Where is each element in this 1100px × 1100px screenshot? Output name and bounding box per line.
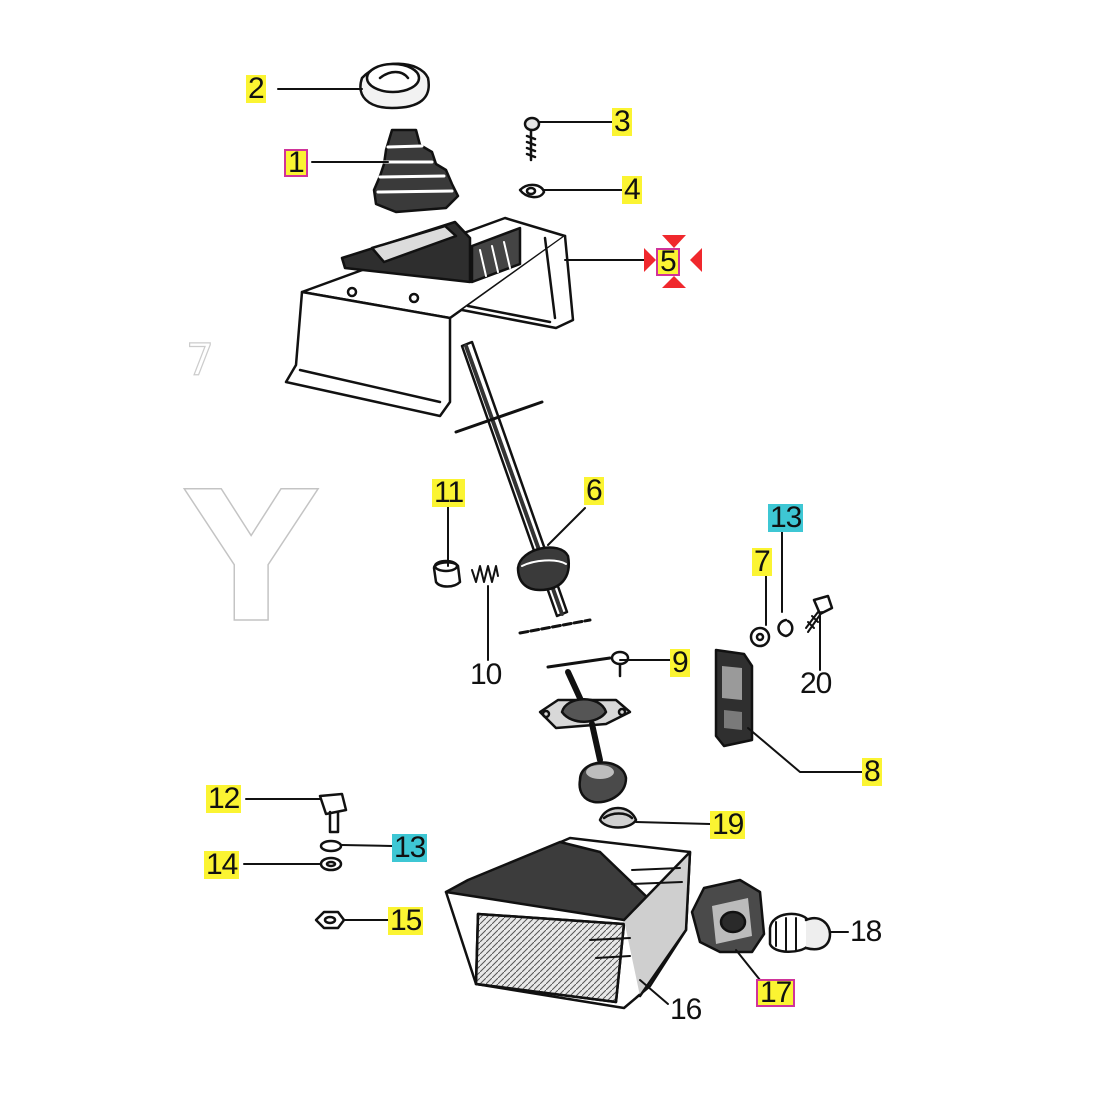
part-17-shift-boot [690, 878, 766, 954]
part-15-nut [314, 910, 346, 930]
watermark-fragments: 7 Y [183, 334, 320, 663]
part-16-box-housing [444, 836, 692, 1010]
part-10-spring [471, 565, 499, 583]
callout-3[interactable]: 3 [612, 105, 632, 138]
callout-12[interactable]: 12 [206, 782, 242, 815]
watermark-glyph-y: Y [184, 454, 319, 663]
part-19-grommet [598, 806, 638, 829]
callout-7[interactable]: 7 [752, 545, 772, 578]
callout-16[interactable]: 16 [670, 993, 702, 1026]
leader-lines [243, 88, 863, 1005]
part-3-screw [523, 116, 541, 162]
callout-18[interactable]: 18 [850, 915, 882, 948]
callout-20[interactable]: 20 [800, 667, 832, 700]
part-2-knob-cap [359, 62, 430, 110]
callout-8[interactable]: 8 [862, 755, 882, 788]
selection-marker [644, 235, 702, 288]
part-7-washer [749, 626, 771, 648]
callout-4[interactable]: 4 [622, 173, 642, 206]
part-9-pin [610, 650, 630, 678]
part-6-shift-lever [454, 340, 632, 804]
callout-13-lower[interactable]: 13 [392, 831, 428, 864]
callout-15[interactable]: 15 [388, 904, 424, 937]
callout-13-upper[interactable]: 13 [768, 501, 804, 534]
callout-19[interactable]: 19 [710, 808, 746, 841]
callout-14[interactable]: 14 [204, 848, 240, 881]
part-20-bolt [805, 594, 834, 633]
part-14-washer [319, 856, 343, 872]
callout-5-selected[interactable]: 5 [656, 247, 680, 277]
part-5-cover-housing [284, 216, 575, 418]
callout-2[interactable]: 2 [246, 72, 266, 105]
callout-1[interactable]: 1 [284, 148, 308, 178]
part-4-washer [518, 183, 546, 199]
watermark-glyph-7: 7 [186, 335, 214, 386]
part-18-cap-plug [768, 912, 832, 953]
callout-6[interactable]: 6 [584, 474, 604, 507]
callout-9[interactable]: 9 [670, 646, 690, 679]
part-12-bolt [318, 792, 348, 834]
callout-11[interactable]: 11 [432, 476, 466, 509]
callout-17[interactable]: 17 [756, 978, 796, 1008]
part-8-bracket-plate [714, 648, 754, 748]
part-13-washer-lower [319, 839, 343, 853]
part-1-rubber-boot [372, 128, 460, 214]
part-11-bushing [432, 559, 462, 588]
callout-10[interactable]: 10 [470, 658, 502, 691]
part-13-lock-washer [777, 618, 794, 638]
